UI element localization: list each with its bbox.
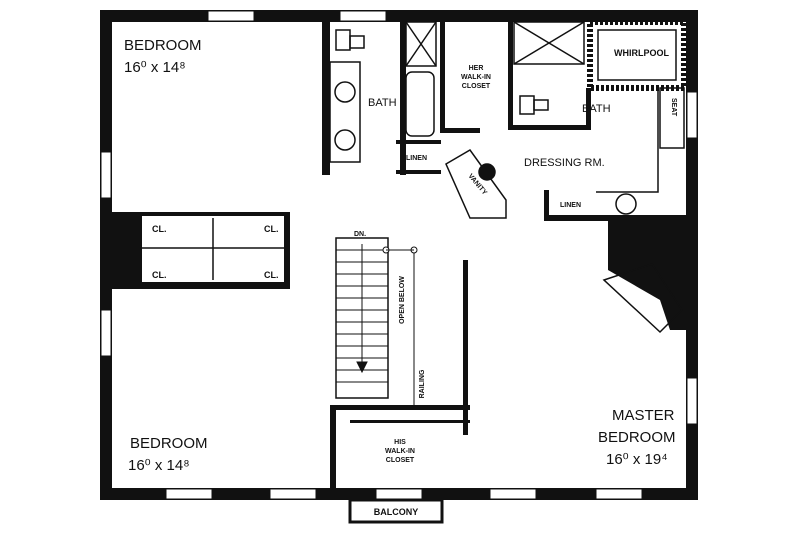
railing-label: RAILING [419, 369, 426, 398]
her-closet-line3: CLOSET [462, 83, 491, 90]
her-closet-line2: WALK-IN [461, 74, 491, 81]
interior-walls [112, 20, 686, 488]
whirlpool-label: WHIRLPOOL [614, 48, 669, 58]
closet-label-3: CL. [152, 270, 167, 280]
stair-treads [336, 244, 418, 405]
bath-right-label: BATH [582, 103, 611, 115]
closet-label-2: CL. [264, 224, 279, 234]
bedroom-sw-name: BEDROOM [130, 435, 208, 452]
his-closet-line1: HIS [394, 439, 406, 446]
bedroom-sw-size: 16⁰ x 14⁸ [128, 457, 190, 474]
balcony [348, 498, 444, 524]
balcony-label: BALCONY [374, 507, 419, 517]
stair-down-label: DN. [354, 231, 366, 238]
master-name-line1: MASTER [612, 407, 675, 424]
master-name-line2: BEDROOM [598, 429, 676, 446]
bedroom-nw-size: 16⁰ x 14⁸ [124, 59, 186, 76]
bedroom-nw-name: BEDROOM [124, 37, 202, 54]
bath-left-label: BATH [368, 97, 397, 109]
his-closet-line2: WALK-IN [385, 448, 415, 455]
linen-right-label: LINEN [560, 202, 581, 209]
her-closet-line1: HER [469, 65, 484, 72]
his-closet-line3: CLOSET [386, 457, 415, 464]
windows [100, 10, 698, 500]
linen-left-label: LINEN [406, 155, 427, 162]
seat-label: SEAT [670, 98, 677, 117]
closet-label-1: CL. [152, 224, 167, 234]
fixtures [142, 19, 687, 399]
open-below-label: OPEN BELOW [399, 276, 406, 324]
dressing-room-label: DRESSING RM. [524, 157, 605, 169]
master-size: 16⁰ x 19⁴ [606, 451, 668, 468]
closet-label-4: CL. [264, 270, 279, 280]
